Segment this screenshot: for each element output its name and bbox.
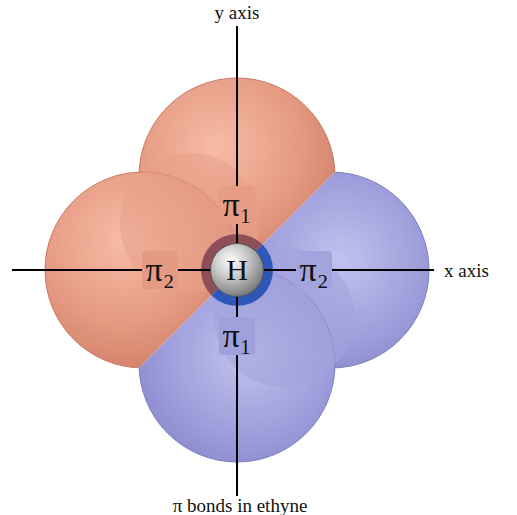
lobe-overlap xyxy=(120,153,260,293)
orbital-label: π₂ xyxy=(142,251,177,289)
center-ring xyxy=(201,234,273,306)
figure-caption: π bonds in ethyne xyxy=(173,496,308,515)
axis-label: x axis xyxy=(442,260,491,281)
lobe-overlap xyxy=(214,247,354,387)
axis-label: y axis xyxy=(213,2,262,23)
center-ring xyxy=(201,234,273,306)
atom-symbol: H xyxy=(226,255,248,285)
orbital-label: π₂ xyxy=(296,251,331,289)
blue-lobes xyxy=(139,172,429,462)
orbital-label: π₁ xyxy=(219,317,254,355)
orbital-label: π₁ xyxy=(219,186,254,224)
hydrogen-atom: H xyxy=(211,244,263,296)
